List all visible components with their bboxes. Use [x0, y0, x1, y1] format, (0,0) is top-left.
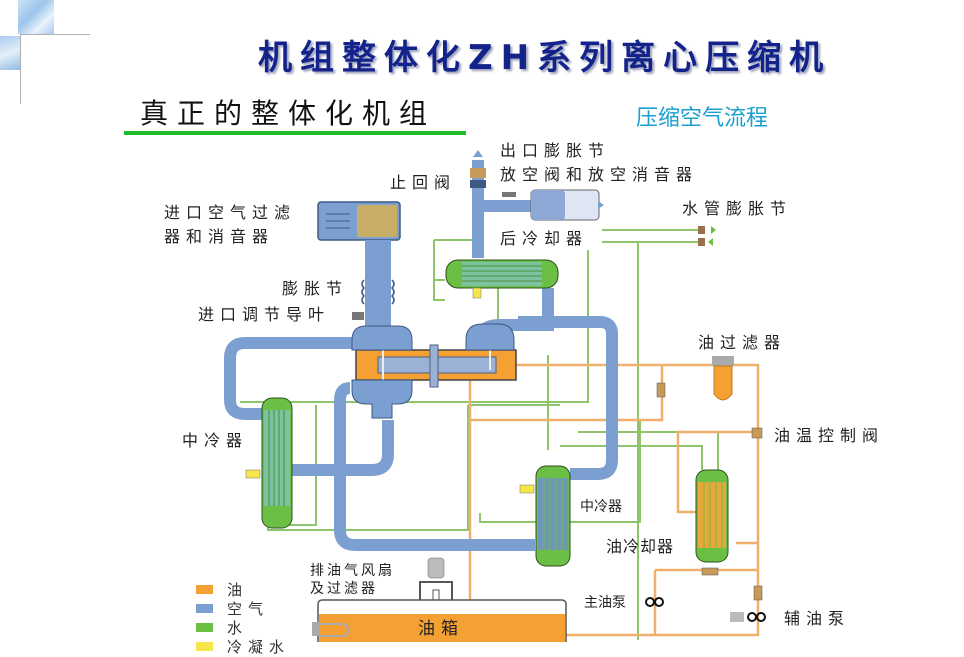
- intercooler-left: [245, 397, 293, 529]
- subtitle-underline: [124, 131, 466, 135]
- outlet-expansion-joint: [470, 168, 486, 178]
- air-pipe: [292, 420, 394, 476]
- legend-item-air: 空气: [196, 599, 290, 618]
- flow-arrow-right: [598, 201, 604, 209]
- inlet-filter-silencer: [317, 201, 401, 330]
- label-oil-tank: 油箱: [418, 619, 464, 639]
- legend-label: 冷凝水: [227, 638, 291, 656]
- flow-diagram: [224, 150, 766, 642]
- label-aux-oil-pump: 辅油泵: [784, 609, 851, 628]
- oil-check-valve: [656, 382, 666, 398]
- legend-item-oil: 油: [196, 580, 290, 599]
- aux-pump-motor: [730, 612, 744, 622]
- water-expansion-joint: [698, 238, 705, 246]
- label-oil-filter: 油过滤器: [698, 333, 787, 352]
- flow-title: 压缩空气流程: [636, 106, 769, 131]
- vent-fan-filter: [419, 557, 453, 603]
- label-aftercooler: 后冷却器: [500, 229, 589, 248]
- label-inlet-guide-vanes: 进口调节导叶: [198, 305, 331, 324]
- decorative-line: [20, 34, 21, 104]
- label-inlet-filter-line2: 器和消音器: [164, 227, 275, 246]
- water-line: [433, 270, 445, 281]
- legend-item-condensate: 冷凝水: [196, 637, 290, 656]
- legend: 油 空气 水 冷凝水: [196, 580, 290, 656]
- water-arrow-in: [708, 238, 713, 246]
- intercooler-right: [519, 465, 571, 567]
- gearbox: [355, 330, 517, 405]
- water-arrow-out: [711, 226, 716, 234]
- decorative-sky-tile: [18, 0, 54, 34]
- oil-line: [516, 363, 760, 600]
- label-oil-cooler: 油冷却器: [606, 537, 675, 556]
- oil-cooler: [695, 469, 729, 563]
- subtitle: 真正的整体化机组: [140, 97, 437, 130]
- blowoff-valve: [502, 192, 516, 197]
- main-title: 机组整体化ZH系列离心压缩机: [258, 38, 832, 78]
- main-oil-pump-symbol: [645, 597, 664, 607]
- water-line: [560, 445, 703, 470]
- flow-arrow-up: [473, 150, 483, 157]
- aftercooler: [445, 259, 559, 299]
- oil-line: [565, 600, 760, 637]
- oil-line-valve: [701, 567, 719, 576]
- water-line: [578, 431, 719, 470]
- air-pipe: [518, 316, 618, 480]
- oil-filter-unit: [712, 356, 734, 401]
- expansion-joint: [361, 279, 395, 305]
- legend-swatch-water: [196, 623, 213, 632]
- legend-swatch-oil: [196, 585, 213, 594]
- label-vent-fan-line2: 及过滤器: [310, 581, 378, 597]
- compressor-stage-1: [351, 325, 413, 419]
- legend-label: 油: [227, 581, 249, 599]
- legend-swatch-air: [196, 604, 213, 613]
- label-water-expansion-joint: 水管膨胀节: [682, 199, 793, 218]
- legend-item-water: 水: [196, 618, 290, 637]
- label-intercooler-left: 中冷器: [182, 431, 249, 450]
- oil-temp-control-valve: [751, 427, 763, 439]
- label-inlet-filter-line1: 进口空气过滤: [164, 203, 297, 222]
- label-expansion-joint: 膨胀节: [282, 279, 349, 298]
- water-expansion-joint: [698, 226, 705, 234]
- decorative-line: [20, 34, 90, 35]
- label-oil-temp-control-valve: 油温控制阀: [774, 426, 885, 445]
- label-intercooler-right: 中冷器: [580, 499, 622, 515]
- decorative-sky-tile: [0, 36, 20, 70]
- air-pipe: [224, 337, 360, 420]
- label-vent-fan-line1: 排油气风扇: [310, 563, 395, 579]
- label-main-oil-pump: 主油泵: [584, 595, 626, 611]
- oil-line: [676, 430, 758, 514]
- aux-oil-pump-symbol: [747, 612, 766, 622]
- guide-vane-actuator: [352, 312, 364, 320]
- oil-lines: [468, 363, 760, 637]
- label-blowoff-valve-silencer: 放空阀和放空消音器: [500, 165, 699, 184]
- oil-line-valve: [753, 585, 763, 601]
- legend-swatch-condensate: [196, 642, 213, 651]
- legend-label: 空气: [227, 600, 270, 618]
- label-check-valve: 止回阀: [390, 173, 457, 192]
- oil-tank: [312, 599, 567, 642]
- legend-label: 水: [227, 619, 249, 637]
- check-valve: [470, 180, 486, 188]
- compressor-stage-2: [465, 323, 515, 351]
- label-outlet-expansion-joint: 出口膨胀节: [500, 141, 611, 160]
- air-pipe: [334, 382, 535, 551]
- water-line: [240, 250, 589, 403]
